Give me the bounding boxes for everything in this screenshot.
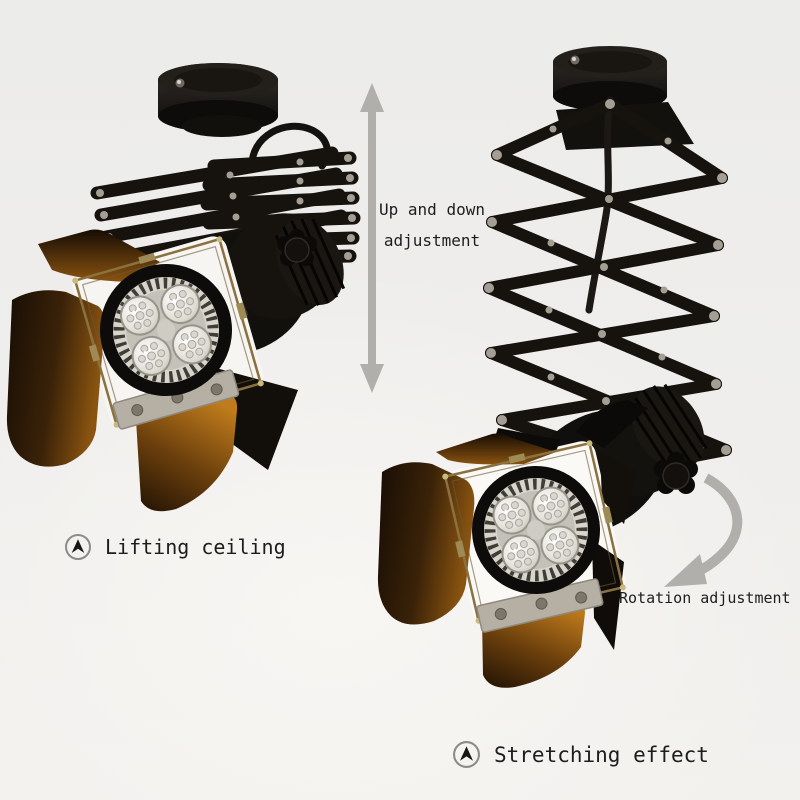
left-lens [100, 264, 232, 396]
left-barn-door-top [38, 229, 160, 282]
right-barn-door-right [592, 540, 624, 650]
right-power-cord [585, 96, 614, 314]
left-knob [277, 229, 317, 266]
lifting-ceiling-label: Lifting ceiling [105, 535, 286, 559]
right-lens [472, 466, 600, 594]
rotation-annotation-label: Rotation adjustment [619, 589, 791, 607]
up-down-annotation: Up and down adjustment [350, 194, 514, 256]
up-down-annotation-line2: adjustment [383, 231, 481, 250]
rotation-annotation: Rotation adjustment [619, 589, 791, 607]
right-bracket [476, 578, 604, 633]
stretching-effect-caption: Stretching effect [452, 740, 709, 769]
circled-up-arrow-icon [453, 741, 480, 768]
left-fixture [6, 63, 361, 512]
up-down-arrow-icon [360, 83, 384, 393]
left-barn-door-left [6, 290, 105, 467]
lifting-ceiling-caption: Lifting ceiling [64, 533, 286, 561]
left-barn-doors [6, 229, 298, 512]
right-fixture [377, 46, 743, 688]
left-barn-door-bottom [136, 395, 238, 512]
right-led-modules [492, 486, 580, 574]
left-led-modules [120, 284, 212, 376]
left-ceiling-mount [158, 63, 278, 137]
up-down-annotation-line1: Up and down [379, 200, 485, 219]
right-ceiling-mount [553, 46, 694, 150]
circled-up-arrow-icon [65, 534, 91, 560]
rotation-arrow-icon [664, 473, 743, 587]
right-barn-door-right-upper [600, 452, 636, 524]
right-knob [654, 452, 698, 494]
stretching-effect-label: Stretching effect [494, 742, 709, 767]
